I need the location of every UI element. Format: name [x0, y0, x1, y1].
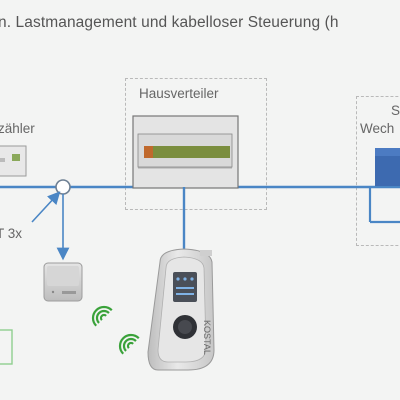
- ct-label: T 3x: [0, 226, 23, 241]
- wechselrichter-label-top: S: [391, 103, 400, 118]
- wifi-icon: [118, 333, 140, 355]
- distribution-board-icon: [132, 115, 239, 189]
- wallbox-brand-label: KOSTAL: [202, 320, 212, 355]
- controller-box-partial: [0, 329, 13, 365]
- current-sensor-device: [43, 262, 83, 302]
- wifi-icon: [91, 305, 113, 327]
- zaehler-label: zähler: [0, 121, 35, 136]
- inverter-icon: [368, 148, 400, 224]
- wechselrichter-area: [356, 96, 400, 246]
- smart-meter-icon: [0, 145, 27, 177]
- ct-arrow: [31, 191, 61, 223]
- hausverteiler-area: [125, 78, 267, 210]
- current-sensor-icon: [55, 179, 71, 195]
- wallbox-icon: [147, 248, 215, 371]
- wechselrichter-label: Wech: [360, 121, 395, 136]
- hausverteiler-label: Hausverteiler: [139, 86, 219, 101]
- diagram-title: n. Lastmanagement und kabelloser Steueru…: [0, 14, 339, 31]
